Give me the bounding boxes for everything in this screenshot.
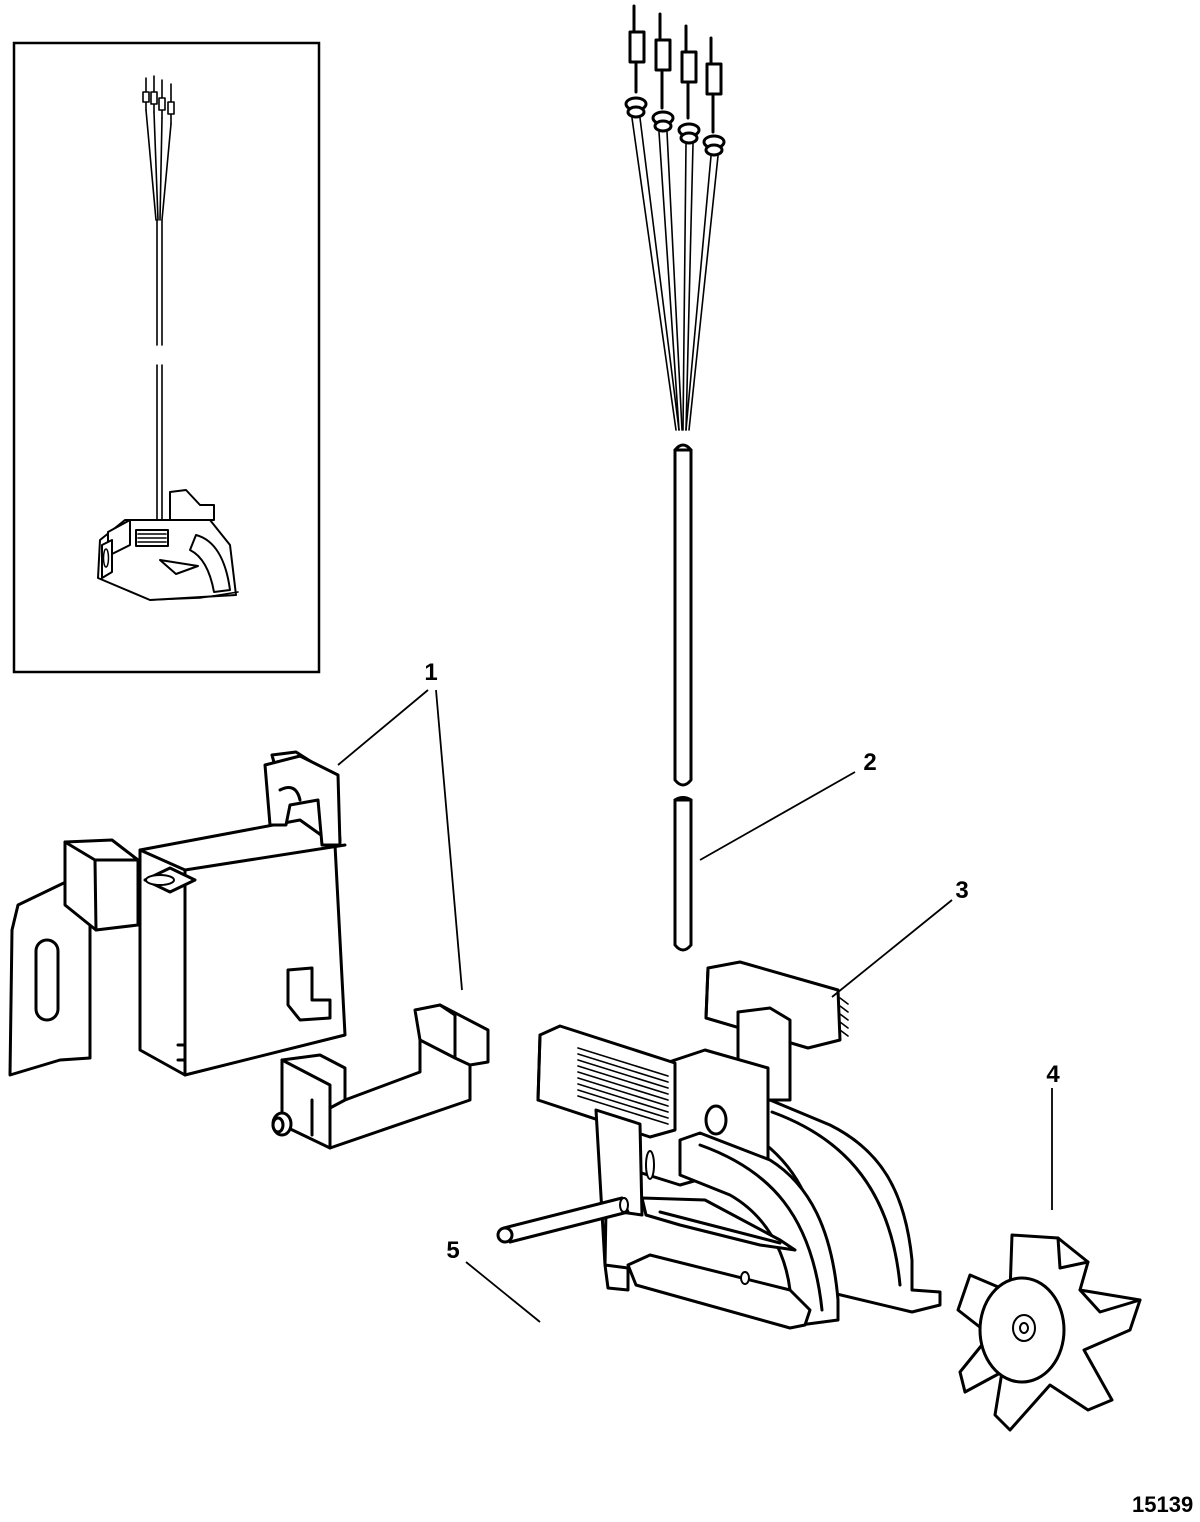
leader-5 bbox=[465, 1261, 541, 1323]
leader-1a bbox=[337, 689, 429, 766]
harness-wires bbox=[631, 117, 719, 431]
callout-1: 1 bbox=[424, 659, 437, 686]
callout-labels: 1 2 3 4 5 bbox=[424, 659, 1060, 1264]
figure-number: 15139 bbox=[1132, 1492, 1193, 1517]
harness-sheath-lower bbox=[673, 798, 693, 952]
part-1-bracket bbox=[8, 750, 347, 1077]
part-2-wire-harness bbox=[624, 4, 726, 952]
callout-5: 5 bbox=[446, 1237, 459, 1264]
leader-2 bbox=[699, 771, 856, 861]
callout-2: 2 bbox=[863, 749, 876, 776]
leader-1b bbox=[435, 689, 463, 991]
part-1-clip bbox=[271, 1003, 490, 1150]
part-5-pin bbox=[496, 1196, 630, 1244]
callout-4: 4 bbox=[1046, 1061, 1060, 1088]
leader-lines bbox=[337, 689, 1053, 1323]
leader-3 bbox=[831, 899, 953, 998]
callout-3: 3 bbox=[955, 877, 968, 904]
harness-sheath bbox=[673, 448, 693, 787]
inset-assembly-view bbox=[12, 41, 321, 674]
part-3-housing bbox=[536, 960, 942, 1330]
part-4-star-wheel bbox=[956, 1233, 1142, 1432]
harness-terminals bbox=[624, 4, 726, 157]
